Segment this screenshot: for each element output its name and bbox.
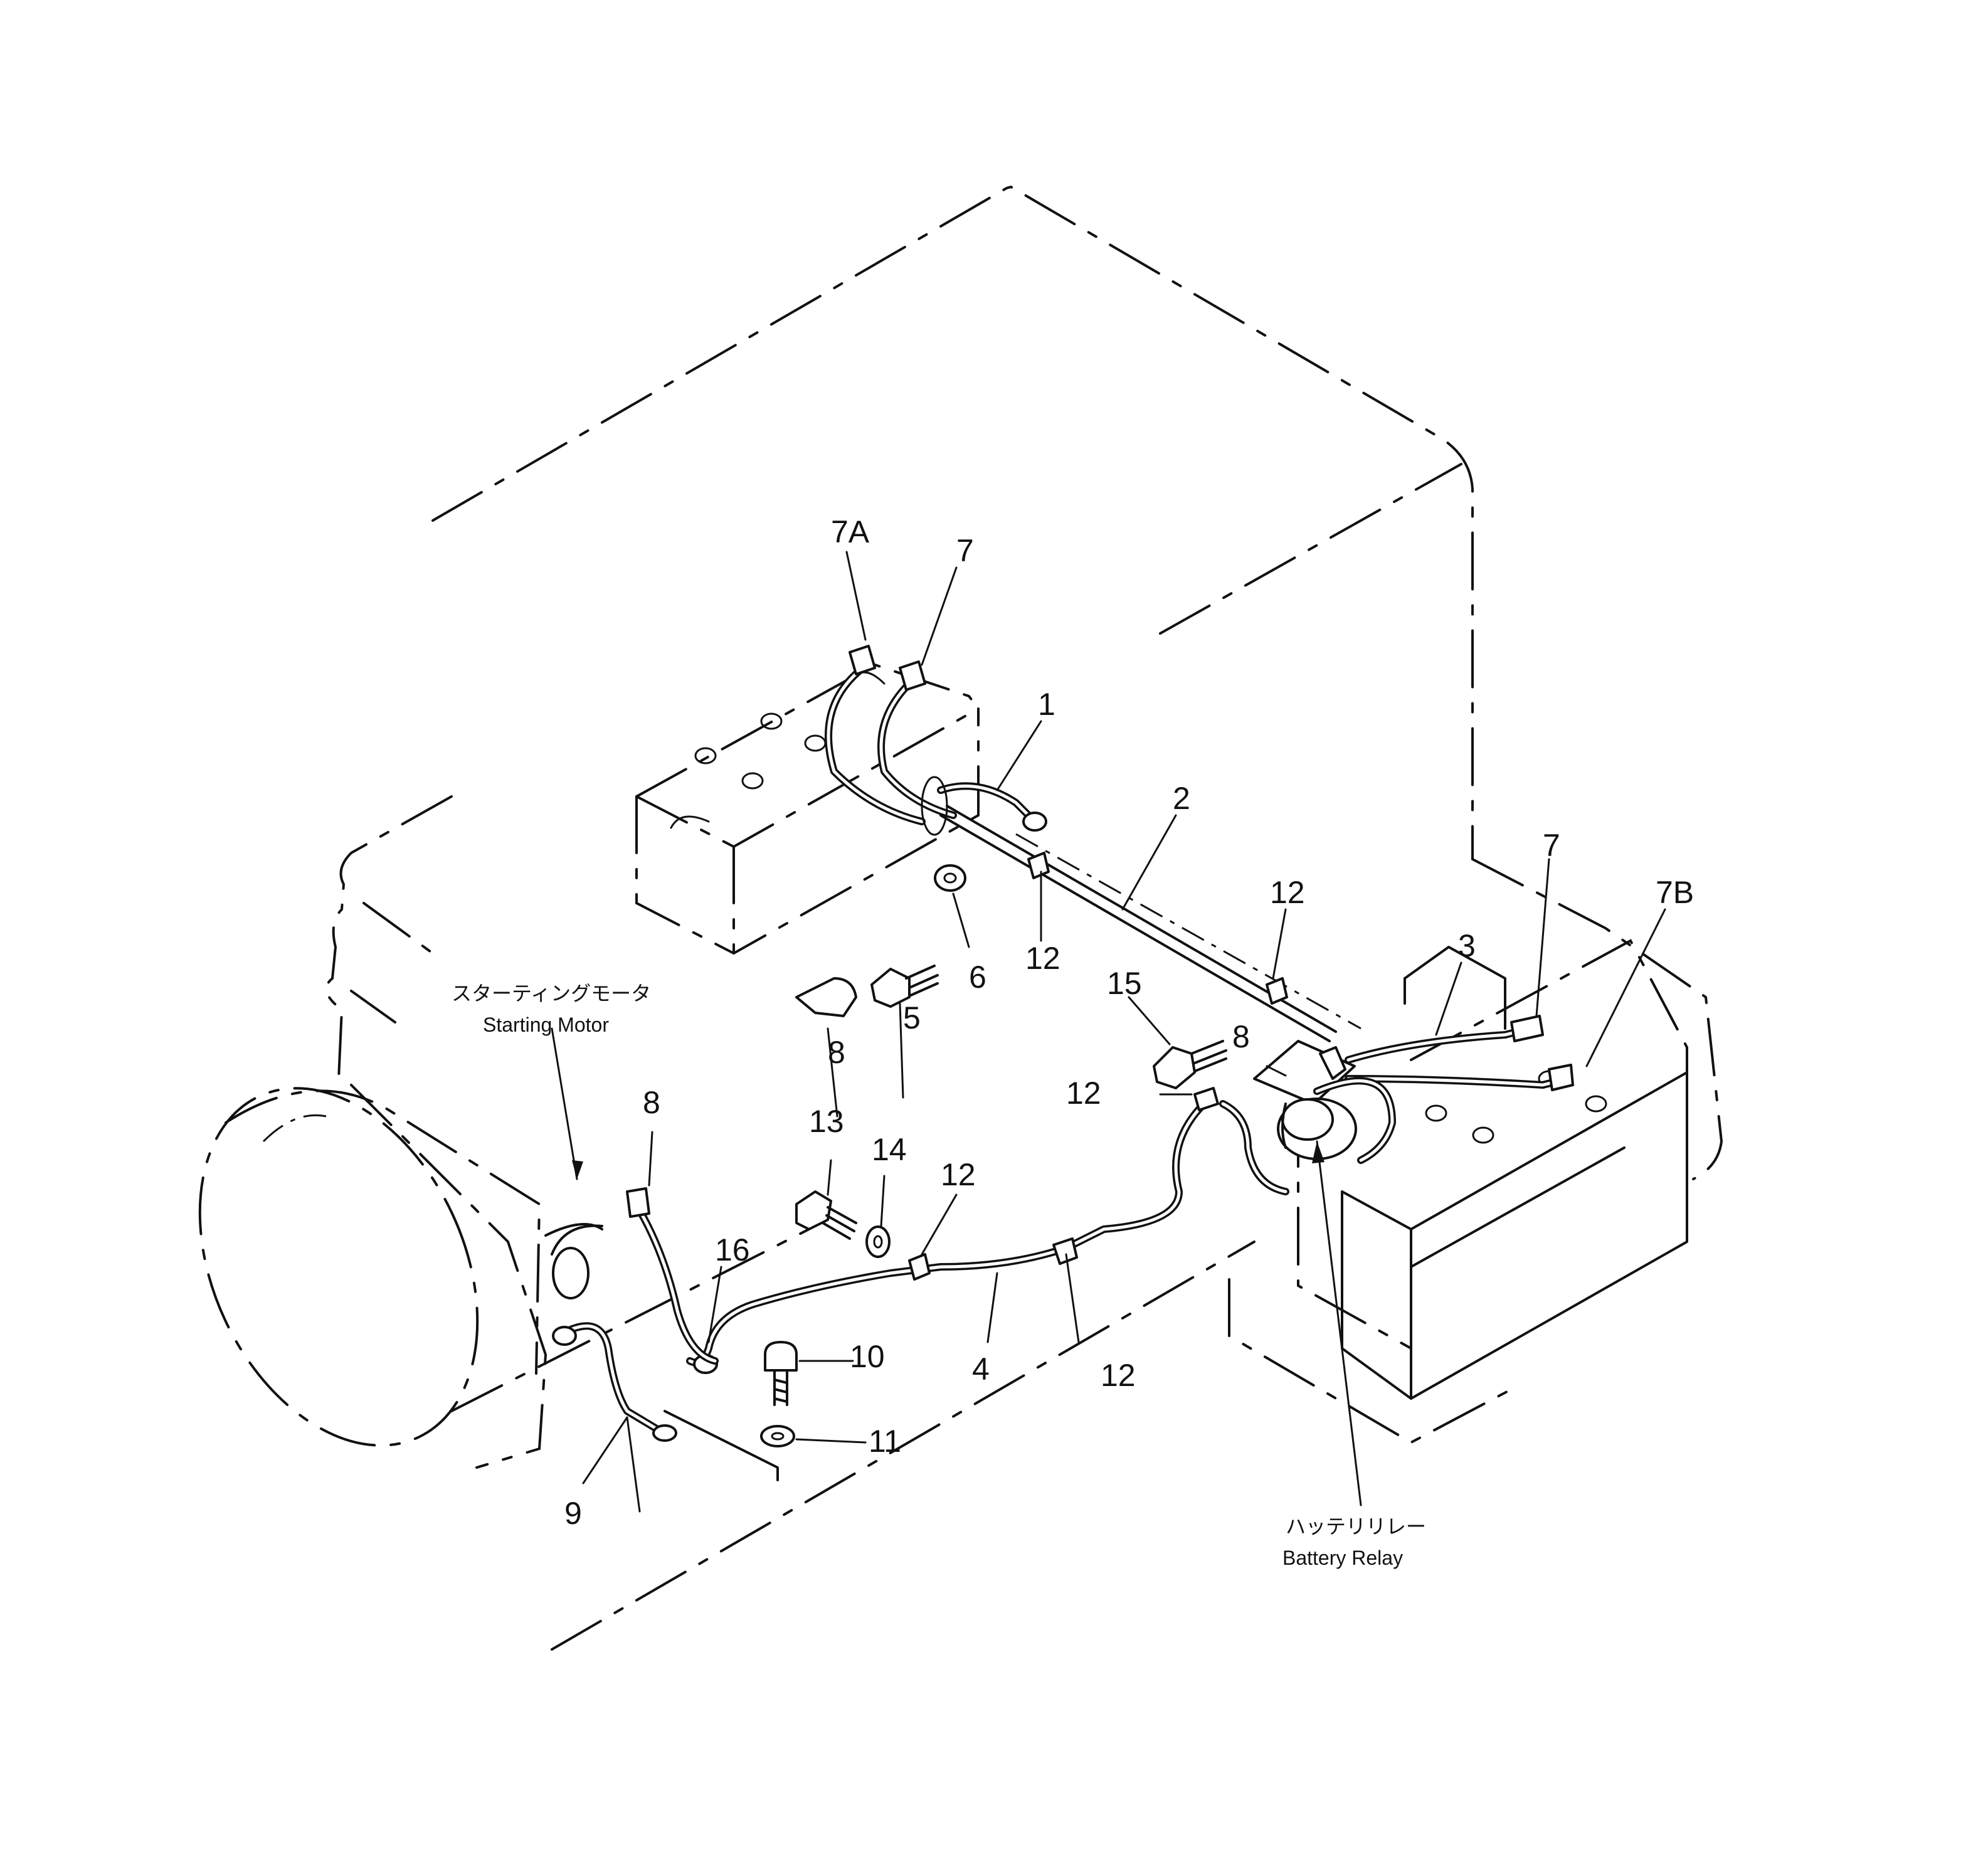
part-14-washer: [865, 1225, 891, 1258]
starter-cables: [544, 1187, 719, 1365]
callout-7b: 7B: [1656, 875, 1694, 910]
callout-11: 11: [869, 1424, 901, 1459]
battery-tray-right: [1228, 946, 1519, 1444]
battery-relay: [1253, 1040, 1357, 1160]
callout-6: 6: [969, 960, 986, 995]
callout-12-mid: 12: [1025, 941, 1060, 976]
callouts: 7A 7 1 2 12 12 3 7 7B 15 8 12 8 5 6 13 1…: [564, 514, 1694, 1531]
caption-battery-relay-jp: ハッテリリレー: [1286, 1515, 1426, 1538]
callout-7-left: 7: [956, 533, 974, 568]
battery-relay-arrow: [1312, 1141, 1324, 1163]
caption-starting-motor-jp: スターティングモータ: [452, 982, 651, 1005]
caption-starting-motor-en: Starting Motor: [483, 1013, 609, 1036]
callout-1: 1: [1038, 687, 1055, 722]
callout-12-cable-a: 12: [941, 1157, 976, 1192]
callout-15: 15: [1107, 966, 1142, 1001]
callout-7a: 7A: [831, 514, 870, 549]
callout-10: 10: [850, 1339, 885, 1374]
callout-5: 5: [903, 1000, 921, 1035]
callout-9: 9: [564, 1496, 582, 1531]
cable-2: [939, 805, 1361, 1042]
callout-7-right: 7: [1543, 828, 1560, 863]
callout-8-bottom: 8: [828, 1035, 845, 1070]
callout-3: 3: [1458, 928, 1476, 963]
part-11-washer: [760, 1425, 795, 1447]
callout-16: 16: [715, 1232, 750, 1267]
leader-lines: [551, 551, 1666, 1513]
part-6-washer: [934, 864, 966, 892]
machine-body-outline: [431, 185, 1723, 1651]
callout-4: 4: [972, 1352, 990, 1387]
callout-12-relay: 12: [1066, 1076, 1101, 1111]
part-5-bolt: [870, 965, 939, 1008]
cable-3: [1313, 1015, 1574, 1164]
callout-12-upper: 12: [1270, 875, 1305, 910]
callout-8-motor: 8: [643, 1085, 660, 1120]
caption-battery-relay-en: Battery Relay: [1282, 1547, 1403, 1569]
cable-4: [686, 1087, 1289, 1374]
callout-13: 13: [809, 1104, 844, 1139]
callout-2: 2: [1173, 781, 1190, 816]
callout-8-relay: 8: [1232, 1019, 1250, 1054]
part-13-bolt: [795, 1190, 857, 1240]
cable-9: [552, 1322, 779, 1481]
battery-right: [1341, 939, 1688, 1400]
part-15-bolt: [1153, 1040, 1227, 1089]
captions: スターティングモータ Starting Motor ハッテリリレー Batter…: [452, 982, 1426, 1569]
callout-14: 14: [872, 1132, 907, 1167]
cable-1: [825, 645, 1047, 836]
callout-12-cable-b: 12: [1101, 1358, 1136, 1393]
part-8-boot: [795, 977, 857, 1017]
part-10-bolt: [764, 1341, 798, 1406]
flywheel-housing: [198, 1084, 547, 1469]
starting-motor-arrow: [572, 1160, 583, 1179]
